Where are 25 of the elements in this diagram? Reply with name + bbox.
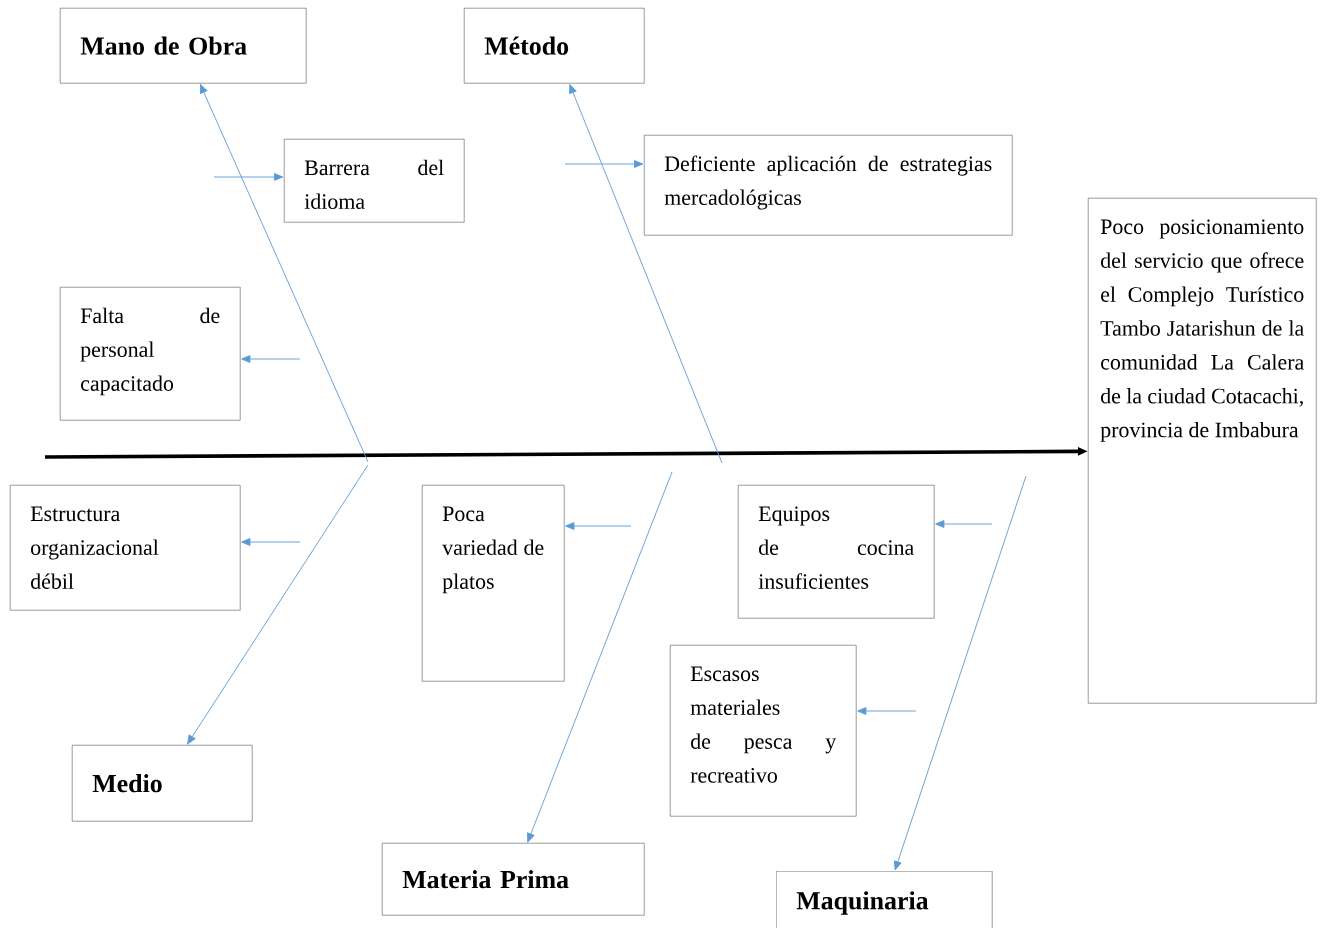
cause-box: Equipos de cocina insuficientes <box>738 485 935 619</box>
cause-box: Poca variedad de platos <box>422 485 565 682</box>
arrow <box>894 475 1027 871</box>
arrow <box>187 464 369 745</box>
category-box: Método <box>464 8 645 84</box>
arrow <box>527 471 673 843</box>
arrow <box>569 84 723 464</box>
cause-box: Barrera del idioma <box>284 139 465 223</box>
effect-box: Poco posicionamiento del servicio que ofrece el Complejo Turístico Tambo Jatarishun de la comunidad La Calera de la ciudad Cotacachi, provincia de Imbabura <box>1088 198 1317 704</box>
arrow <box>935 520 993 528</box>
category-box: Medio <box>72 745 253 822</box>
arrow <box>241 355 301 363</box>
cause-box: Escasos materiales de pesca y recreativo <box>670 645 857 817</box>
cause-box: Estructura organizacional débil <box>10 485 241 611</box>
arrow <box>199 84 369 463</box>
category-box: Mano de Obra <box>60 8 307 84</box>
category-box: Maquinaria <box>776 871 993 928</box>
cause-box: Falta de personal capacitado <box>60 287 241 421</box>
arrow <box>565 522 632 530</box>
arrow <box>857 707 917 715</box>
arrow <box>241 538 301 546</box>
cause-box: Deficiente aplicación de estrategias mercadológicas <box>644 135 1013 236</box>
arrow <box>564 160 644 168</box>
arrow <box>213 173 284 181</box>
category-box: Materia Prima <box>382 843 645 916</box>
